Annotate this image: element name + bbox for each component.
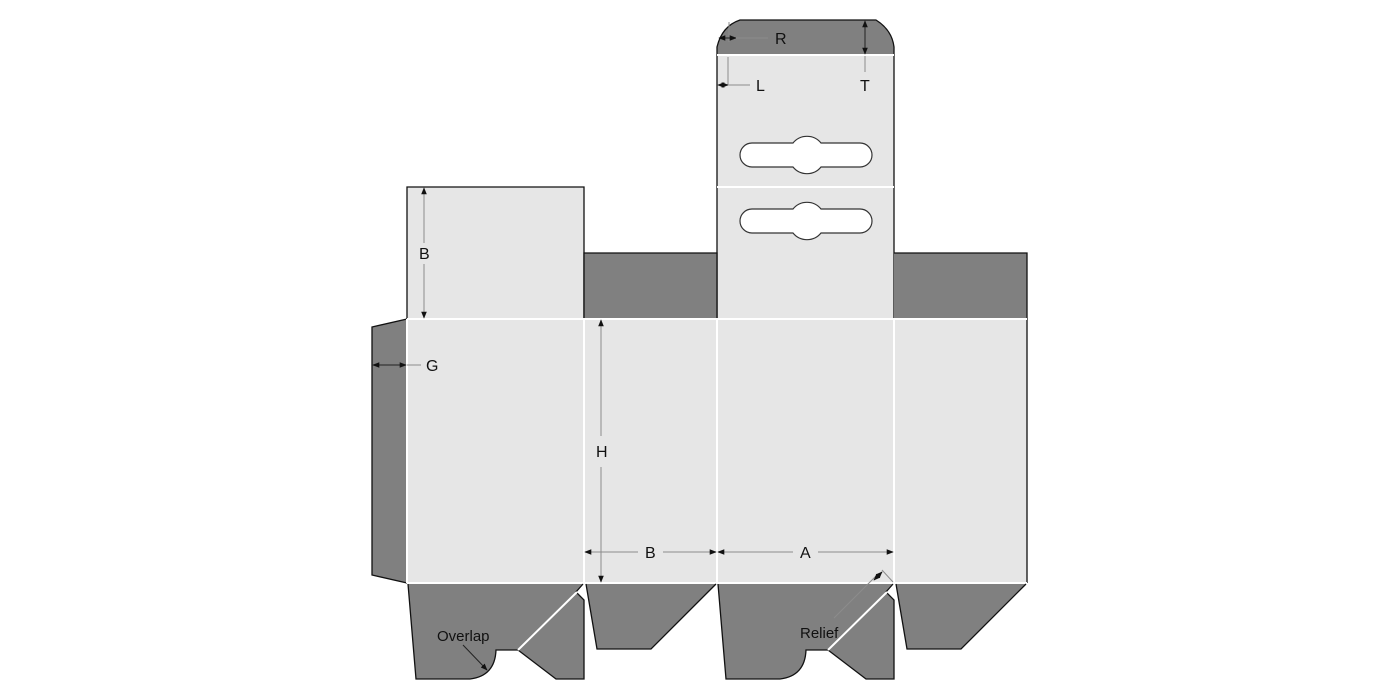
dimension-A: A [717, 545, 894, 562]
label-overlap: Overlap [437, 628, 490, 645]
dimension-R: R [718, 22, 787, 48]
label-relief: Relief [800, 625, 839, 642]
label-A: A [800, 545, 811, 562]
label-H: H [596, 444, 608, 461]
label-R: R [775, 31, 787, 48]
bottom-flap-side-right [895, 583, 1027, 650]
hang-tab [716, 54, 895, 319]
glue-flap [371, 318, 408, 584]
dimension-B-top: B [419, 187, 430, 319]
bottom-flap-front [407, 583, 585, 680]
euro-slot-1 [739, 135, 873, 175]
dust-flap-left [583, 252, 718, 319]
main-body [406, 318, 1028, 584]
dimension-G: G [372, 358, 438, 375]
bottom-flap-back [717, 583, 895, 680]
dimension-H: H [596, 319, 608, 583]
dimension-B-bottom: B [584, 545, 717, 562]
annotation-relief: Relief [800, 569, 894, 642]
label-B-top: B [419, 246, 430, 263]
euro-slot-2 [739, 201, 873, 241]
top-tuck-flap [406, 186, 585, 319]
label-T: T [860, 78, 870, 95]
annotation-overlap: Overlap [437, 628, 490, 671]
dimension-L: L [717, 57, 765, 95]
bottom-flap-side-left [585, 583, 717, 650]
label-G: G [426, 358, 438, 375]
dimension-T: T [860, 20, 870, 95]
dust-flap-right [894, 252, 1028, 319]
label-L: L [756, 78, 765, 95]
label-B-bottom: B [645, 545, 656, 562]
